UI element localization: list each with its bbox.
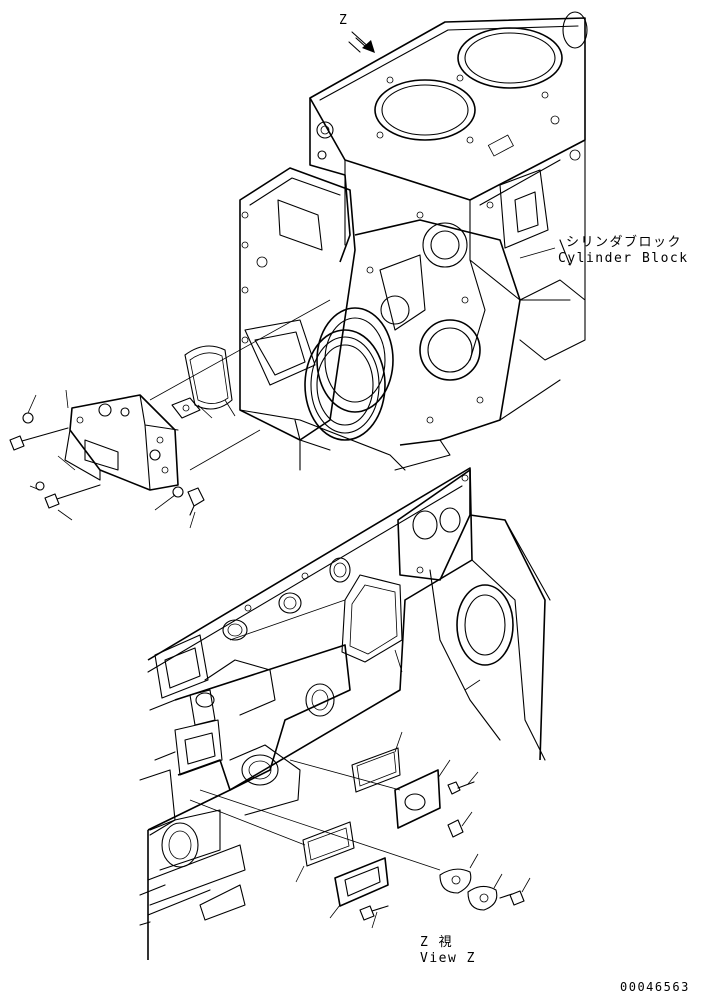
cover-gasket-part-2 [302,821,355,867]
washer-part-3 [172,486,184,498]
cover-gasket-part [351,747,401,793]
washer-part [22,412,34,424]
bolt-part [9,427,69,451]
cover-plate-part [394,769,441,829]
bolt-part-2 [44,484,101,509]
cover-plate-part-2 [334,857,389,907]
bolt-part-5 [359,905,389,921]
pump-assembly-drawing [9,299,331,529]
view-direction-arrow [348,31,375,53]
pump-body-part [69,394,179,491]
view-z-drawing [139,467,551,960]
gasket-part [184,345,233,410]
view-letter-label: Z [339,13,348,28]
cylinder-block-jp-label: シリンダブロック [566,234,682,250]
cylinder-block-drawing [239,11,588,471]
bolt-part-4 [499,890,525,906]
cylinder-block-en-label: Cylinder Block [558,251,689,266]
cylinder-block-leader [519,247,556,259]
drawing-number-label: 00046563 [620,980,690,994]
bolt-part-3 [447,781,475,795]
view-z-en-label: View Z [420,951,476,966]
plug-part [187,487,205,516]
fitting-part [171,397,201,419]
flange-part [467,885,498,911]
flange-gasket-part [439,868,472,894]
view-z-jp-label: Z 視 [420,935,453,950]
plug-part-2 [447,819,464,838]
